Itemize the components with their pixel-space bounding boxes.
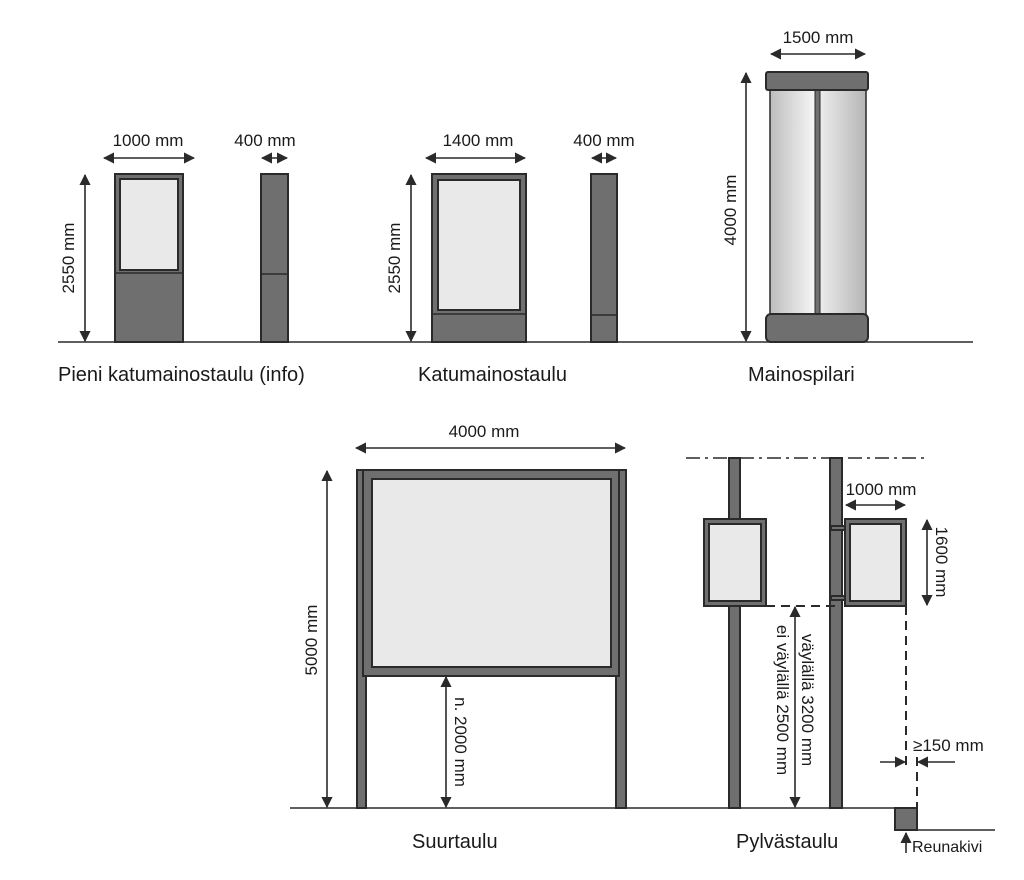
title-billboard: Suurtaulu [412, 831, 498, 853]
small-street-board: 1000 mm 400 mm 2550 mm Pieni katumainost… [58, 131, 305, 386]
title-small-street-board: Pieni katumainostaulu (info) [58, 364, 305, 386]
height-label: 2550 mm [59, 223, 78, 294]
pole-sign: 1000 mm 1600 mm väylällä 3200 mm ei väyl… [686, 457, 995, 856]
width-label: 1400 mm [443, 131, 514, 150]
billboard: 4000 mm 5000 mm n. 2000 mm Suurtaulu [302, 422, 627, 853]
street-board: 1400 mm 400 mm 2550 mm Katumainostaulu [385, 131, 635, 386]
height-label: 1600 mm [932, 527, 951, 598]
width-label: 1000 mm [846, 480, 917, 499]
width-label: 1000 mm [113, 131, 184, 150]
small-street-board-side [260, 173, 289, 343]
height-label: 5000 mm [302, 605, 321, 676]
kerb-label: Reunakivi [912, 839, 982, 856]
width-label: 4000 mm [449, 422, 520, 441]
title-advertising-column: Mainospilari [748, 364, 855, 386]
height-label: 2550 mm [385, 223, 404, 294]
clearance-route-label: väylällä 3200 mm [798, 634, 817, 766]
width-label: 1500 mm [783, 28, 854, 47]
clearance-label: n. 2000 mm [451, 697, 470, 787]
kerb-stone [894, 807, 918, 831]
clearance-other-label: ei väylällä 2500 mm [773, 625, 792, 775]
offset-label: ≥150 mm [913, 736, 984, 755]
advertising-column: 1500 mm 4000 mm Mainospilari [721, 28, 869, 386]
height-label: 4000 mm [721, 175, 740, 246]
title-pole-sign: Pylvästaulu [736, 831, 838, 853]
title-street-board: Katumainostaulu [418, 364, 567, 386]
depth-label: 400 mm [573, 131, 634, 150]
depth-label: 400 mm [234, 131, 295, 150]
street-board-side [590, 173, 618, 343]
